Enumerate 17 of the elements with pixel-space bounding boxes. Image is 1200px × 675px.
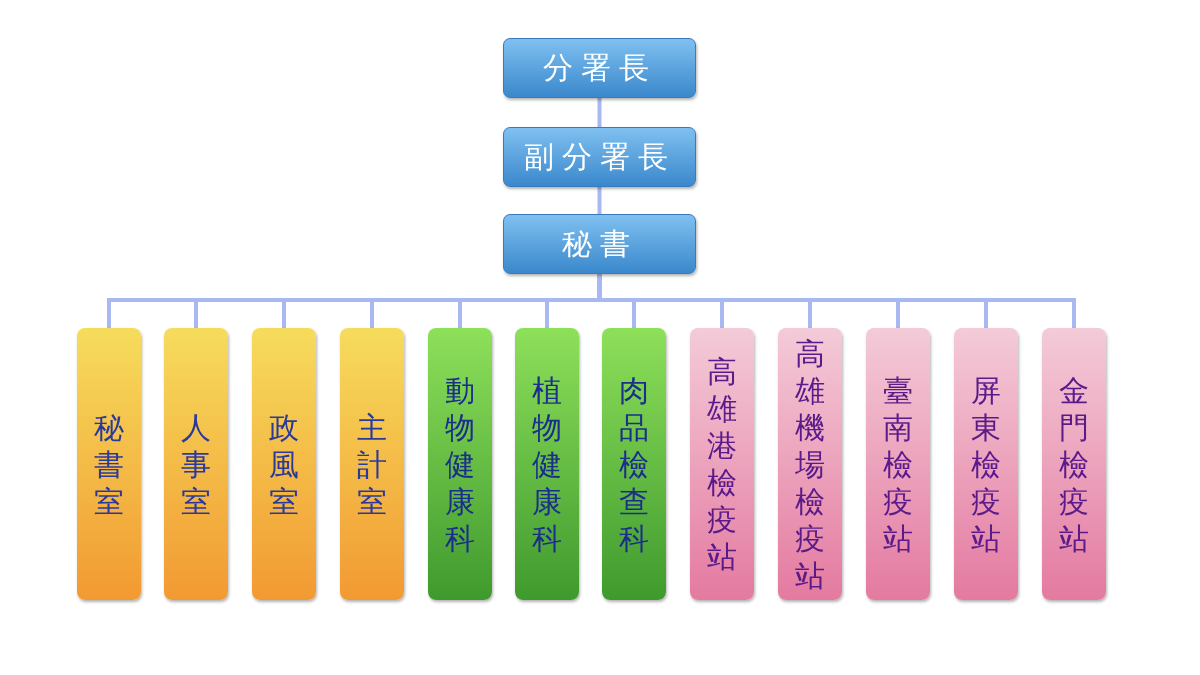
org-box: 植物健康科	[515, 328, 579, 600]
org-box: 金門檢疫站	[1042, 328, 1106, 600]
org-box: 人事室	[164, 328, 228, 600]
org-box: 動物健康科	[428, 328, 492, 600]
org-box: 副分署長	[503, 127, 696, 187]
org-box: 高雄港檢疫站	[690, 328, 754, 600]
org-box: 肉品檢查科	[602, 328, 666, 600]
org-box: 政風室	[252, 328, 316, 600]
connector-line	[597, 187, 602, 214]
connector-line	[597, 98, 602, 127]
org-box: 秘書室	[77, 328, 141, 600]
org-box: 秘書	[503, 214, 696, 274]
org-box: 主計室	[340, 328, 404, 600]
org-box: 分署長	[503, 38, 696, 98]
org-box: 臺南檢疫站	[866, 328, 930, 600]
org-box: 屏東檢疫站	[954, 328, 1018, 600]
org-box: 高雄機場檢疫站	[778, 328, 842, 600]
